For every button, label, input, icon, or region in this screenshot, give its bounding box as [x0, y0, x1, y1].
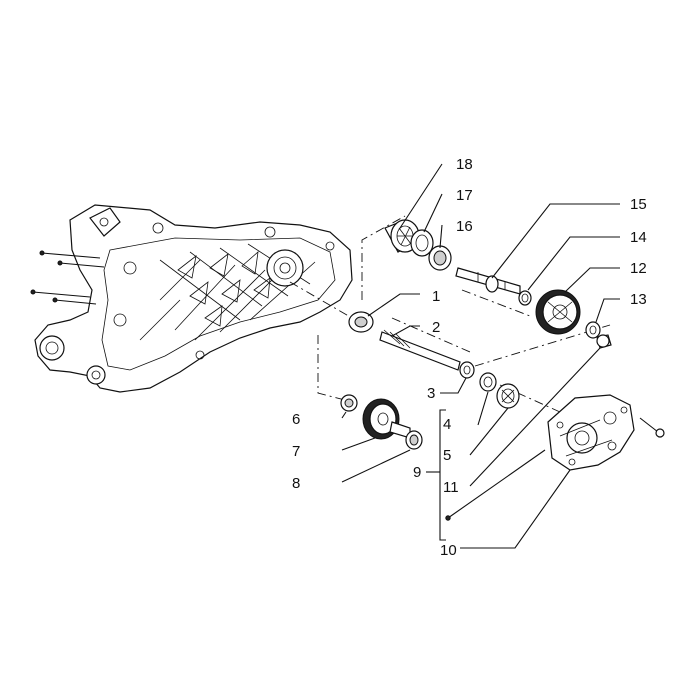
part-10-gearbox-cover — [547, 394, 635, 471]
callout-8: 8 — [292, 475, 300, 492]
part-13-washer — [585, 321, 601, 339]
callout-4: 4 — [443, 416, 451, 433]
callout-18: 18 — [456, 156, 473, 173]
callout-2: 2 — [432, 319, 440, 336]
callout-17: 17 — [456, 187, 473, 204]
callout-1: 1 — [432, 288, 440, 305]
part-5-bearing — [496, 383, 520, 409]
callout-10: 10 — [440, 542, 457, 559]
callout-9: 9 — [413, 464, 421, 481]
part-1-bearing — [348, 311, 374, 333]
part-6-bearing — [340, 394, 358, 412]
callout-12: 12 — [630, 260, 647, 277]
part-4-ring — [479, 372, 497, 392]
part-14-circlip — [518, 290, 532, 306]
part-3-seal — [459, 361, 475, 379]
leader-lines — [341, 163, 620, 549]
callout-13: 13 — [630, 291, 647, 308]
callout-11: 11 — [443, 479, 459, 496]
callout-16: 16 — [456, 218, 473, 235]
part-7-gear — [362, 398, 411, 440]
callout-6: 6 — [292, 411, 300, 428]
part-17-seal — [410, 229, 434, 257]
callout-labels: 1 2 3 4 5 6 7 8 9 10 11 12 13 14 15 16 1… — [292, 156, 647, 559]
part-2-shaft — [379, 329, 461, 371]
callout-15: 15 — [630, 196, 647, 213]
part-15-shaft — [455, 267, 521, 295]
callout-5: 5 — [443, 447, 451, 464]
part-11-bushing — [596, 334, 612, 349]
crankcase-housing — [30, 204, 353, 393]
callout-7: 7 — [292, 443, 300, 460]
part-8-bearing — [405, 430, 423, 450]
part-12-gear — [535, 289, 581, 335]
part-16-oil-seal — [428, 245, 452, 271]
part-bolt — [639, 417, 665, 438]
callout-14: 14 — [630, 229, 647, 246]
callout-3: 3 — [427, 385, 435, 402]
